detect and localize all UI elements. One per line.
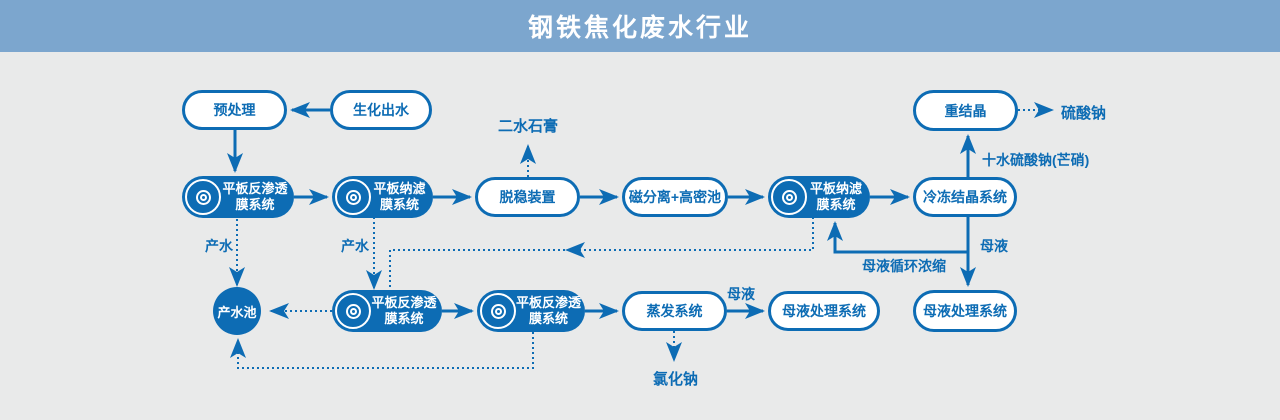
node-biochemical-effluent: 生化出水 — [330, 90, 432, 130]
edge-nf2-return-line-right — [565, 217, 814, 258]
node-nf-membrane-1: 平板纳滤膜系统 — [332, 176, 433, 218]
label-product-water-1: 产水 — [205, 238, 233, 254]
node-ro-membrane-1: 平板反渗透膜系统 — [182, 176, 294, 218]
label-sodium-sulfate-decahydrate: 十水硫酸钠(芒硝) — [982, 152, 1090, 168]
label-mother-liquor-right: 母液 — [980, 238, 1008, 254]
membrane-disc-icon — [480, 293, 516, 329]
label-mother-liquor-recycle: 母液循环浓缩 — [862, 258, 946, 274]
node-evaporation: 蒸发系统 — [622, 291, 727, 331]
header-bar: 钢铁焦化废水行业 — [0, 0, 1280, 52]
node-nf-membrane-2: 平板纳滤膜系统 — [768, 176, 870, 218]
node-pretreatment: 预处理 — [182, 90, 287, 130]
node-ro-membrane-2: 平板反渗透膜系统 — [332, 290, 442, 332]
edge-nf2-return-line-left — [389, 249, 565, 288]
node-magnetic-separation: 磁分离+高密池 — [622, 177, 728, 217]
node-freezing-crystallization: 冷冻结晶系统 — [913, 177, 1017, 217]
membrane-disc-icon — [335, 293, 371, 329]
membrane-disc-icon — [771, 179, 807, 215]
node-recrystallization: 重结晶 — [913, 90, 1018, 131]
node-mother-liquor-treatment-mid: 母液处理系统 — [768, 291, 880, 331]
label-sodium-sulfate: 硫酸钠 — [1061, 105, 1107, 122]
node-mother-liquor-treatment-right: 母液处理系统 — [913, 290, 1017, 332]
label-product-water-2: 产水 — [341, 238, 369, 254]
flowchart-canvas: 预处理 生化出水 重结晶 平板反渗透膜系统 平板纳滤膜系统 脱稳装置 磁分离+高… — [0, 52, 1280, 420]
membrane-disc-icon — [335, 179, 371, 215]
label-gypsum: 二水石膏 — [498, 118, 559, 135]
membrane-disc-icon — [185, 179, 221, 215]
page-title: 钢铁焦化废水行业 — [527, 14, 752, 42]
edge-ro3-loop-to-pool — [230, 332, 534, 369]
node-ro-membrane-3: 平板反渗透膜系统 — [477, 290, 585, 332]
edge-mother-liquor-recycle — [827, 221, 968, 254]
node-destabilization: 脱稳装置 — [475, 177, 580, 217]
node-product-water-pool: 产水池 — [213, 287, 261, 335]
label-mother-liquor-mid: 母液 — [727, 286, 755, 302]
label-sodium-chloride: 氯化钠 — [653, 371, 699, 388]
